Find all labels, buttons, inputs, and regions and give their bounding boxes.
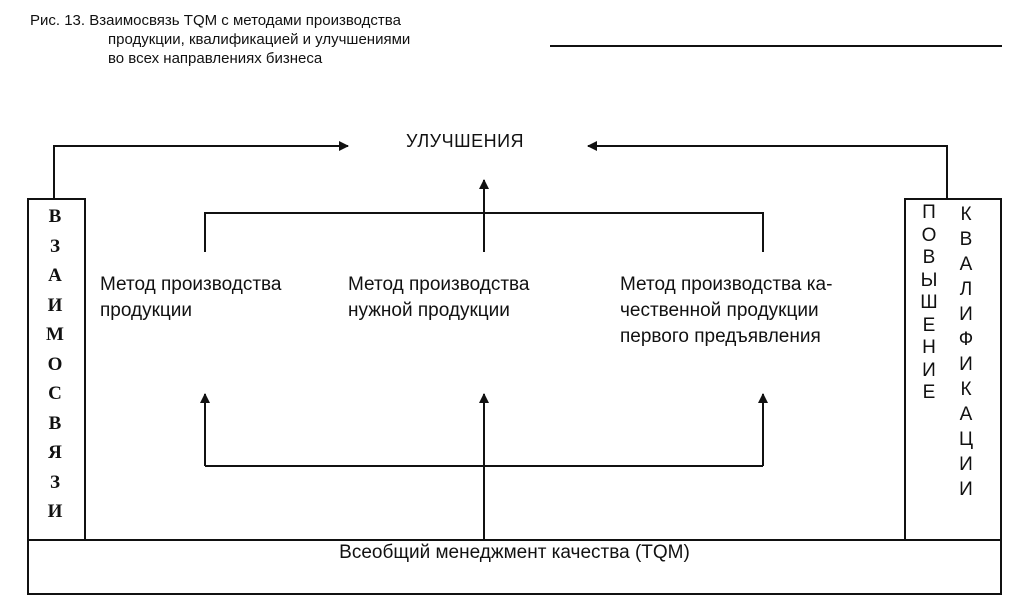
left-letter: А (48, 265, 62, 286)
left-letter: М (46, 324, 64, 345)
left-letter: В (48, 206, 62, 227)
method-3-line-3: первого предъявления (620, 326, 821, 347)
right-letter-a: П (922, 202, 936, 223)
right-letter-b: К (960, 204, 972, 225)
right-letter-b: Л (959, 279, 973, 300)
right-letter-b: Ф (958, 329, 974, 350)
method-2: Метод производства нужной продукции (348, 272, 530, 324)
left-letter: И (47, 501, 63, 522)
left-letter: И (47, 294, 63, 316)
right-letter-a: Ы (920, 269, 938, 291)
right-letter-a: Ш (920, 292, 938, 313)
method-3-line-2: чественной продукции (620, 300, 819, 321)
right-letter-b: А (959, 254, 973, 275)
tqm-label: Всеобщий менеджмент качества (TQM) (339, 542, 690, 563)
method-1-line-1: Метод производства (100, 274, 282, 295)
caption-line-1: Рис. 13. Взаимосвязь TQM с методами прои… (30, 12, 401, 29)
goal-label: УЛУЧШЕНИЯ (405, 131, 525, 151)
method-1-line-2: продукции (100, 300, 193, 321)
right-letter-a: Е (922, 314, 936, 336)
method-3-line-1: Метод производства ка- (620, 274, 833, 295)
left-letter: С (48, 383, 62, 404)
raising-vertical-label: П О В Ы Ш Е Н И Е (918, 202, 940, 405)
qualification-vertical-label: К В А Л И Ф И К А Ц И И (955, 202, 977, 502)
right-letter-b: И (959, 304, 973, 325)
right-letter-b: И (959, 479, 973, 500)
right-letter-b: А (959, 404, 973, 425)
left-letter: З (49, 235, 61, 257)
right-feedback-arrow (587, 141, 948, 198)
right-letter-b: К (960, 379, 972, 400)
caption-line-3: во всех направлениях бизнеса (108, 50, 323, 67)
left-feedback-arrow (53, 141, 349, 198)
right-letter-a: Н (922, 337, 936, 358)
right-letter-b: И (959, 454, 973, 475)
right-letter-b: Ц (958, 429, 974, 450)
right-letter-a: В (922, 247, 936, 268)
right-letter-a: О (921, 224, 937, 246)
method-2-line-1: Метод производства (348, 274, 530, 295)
left-letter: Я (48, 442, 62, 463)
interrelations-vertical-label: В З А И М О С В Я З И (44, 202, 66, 527)
caption-line-2: продукции, квалификацией и улучшениями (108, 31, 411, 48)
figure-caption: Рис. 13. Взаимосвязь TQM с методами прои… (30, 11, 410, 68)
caption-rule (550, 45, 1002, 47)
right-letter-b: И (959, 354, 973, 375)
left-letter: З (49, 471, 61, 493)
right-letter-b: В (959, 229, 973, 250)
right-letter-a: Е (922, 382, 936, 403)
tqm-box (27, 539, 1002, 595)
left-letter: В (48, 412, 62, 434)
method-3: Метод производства ка- чественной продук… (620, 272, 832, 350)
method-1: Метод производства продукции (100, 272, 282, 324)
right-letter-a: И (922, 359, 936, 381)
left-letter: О (47, 353, 63, 375)
method-2-line-2: нужной продукции (348, 300, 510, 321)
